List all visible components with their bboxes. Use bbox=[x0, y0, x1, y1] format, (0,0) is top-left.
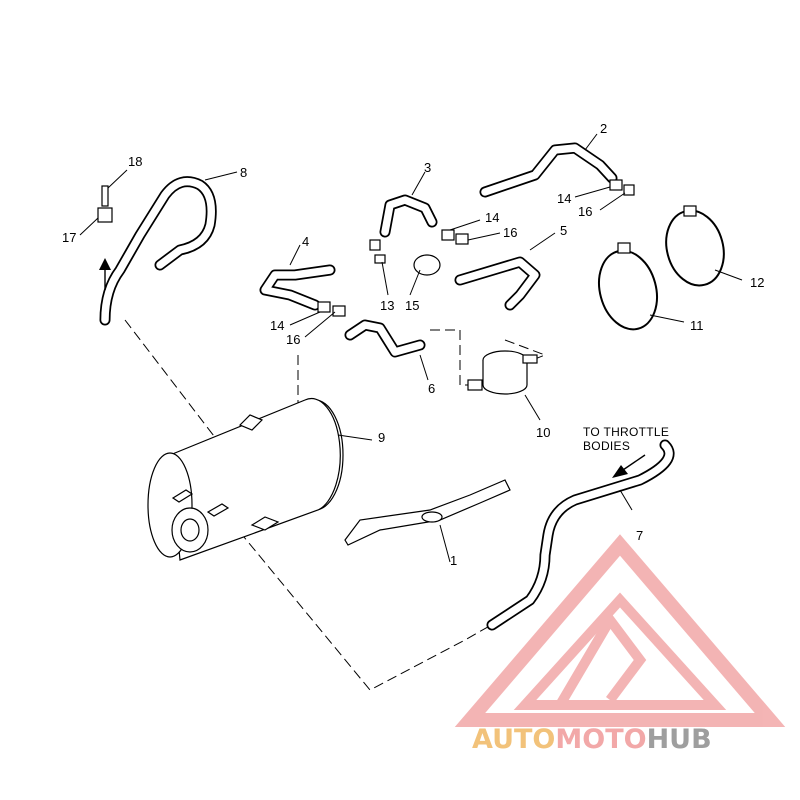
hose-4 bbox=[259, 264, 336, 311]
clip-14-16-a bbox=[609, 179, 635, 196]
connector-17 bbox=[97, 185, 113, 223]
hose-2 bbox=[479, 142, 618, 198]
callout-12: 12 bbox=[750, 275, 764, 290]
hose-3 bbox=[379, 194, 438, 238]
callout-17: 17 bbox=[62, 230, 76, 245]
callout-4: 4 bbox=[302, 234, 309, 249]
purge-valve-10 bbox=[467, 350, 538, 395]
callout-14-c: 14 bbox=[270, 318, 284, 333]
watermark-hub: HUB bbox=[647, 724, 712, 755]
hose-6 bbox=[344, 319, 426, 358]
callout-14-a: 14 bbox=[557, 191, 571, 206]
clip-14-16-b bbox=[441, 229, 469, 245]
clamp-12 bbox=[665, 205, 725, 287]
caption-line-2: BODIES bbox=[583, 439, 630, 453]
callout-7: 7 bbox=[636, 528, 643, 543]
callout-8: 8 bbox=[240, 165, 247, 180]
callout-13: 13 bbox=[380, 298, 394, 313]
watermark-text: AUTOMOTOHUB bbox=[472, 724, 712, 755]
bracket-1 bbox=[344, 479, 511, 546]
callout-1: 1 bbox=[450, 553, 457, 568]
clip-14-16-c bbox=[317, 301, 346, 317]
watermark-auto: AUTO bbox=[472, 724, 555, 755]
callout-16-b: 16 bbox=[503, 225, 517, 240]
callout-3: 3 bbox=[424, 160, 431, 175]
callout-18: 18 bbox=[128, 154, 142, 169]
leader-lines bbox=[79, 133, 743, 563]
callout-2: 2 bbox=[600, 121, 607, 136]
hose-5 bbox=[454, 256, 541, 311]
callout-11: 11 bbox=[690, 318, 704, 333]
callout-14-b: 14 bbox=[485, 210, 499, 225]
callout-16-a: 16 bbox=[578, 204, 592, 219]
callout-5: 5 bbox=[560, 223, 567, 238]
callout-9: 9 bbox=[378, 430, 385, 445]
arrow-left-icon bbox=[612, 454, 646, 478]
charcoal-canister bbox=[147, 397, 344, 561]
watermark-logo-icon bbox=[454, 534, 786, 727]
callout-6: 6 bbox=[428, 381, 435, 396]
hose-7 bbox=[486, 439, 675, 631]
clamp-15 bbox=[413, 254, 441, 276]
caption-line-1: TO THROTTLE bbox=[583, 425, 669, 439]
callout-10: 10 bbox=[536, 425, 550, 440]
tee-13 bbox=[369, 239, 386, 264]
clamp-11 bbox=[598, 242, 658, 331]
arrow-up-icon bbox=[99, 258, 111, 290]
callout-16-c: 16 bbox=[286, 332, 300, 347]
hose-8 bbox=[99, 176, 217, 326]
watermark-moto: MOTO bbox=[555, 724, 646, 755]
callout-15: 15 bbox=[405, 298, 419, 313]
